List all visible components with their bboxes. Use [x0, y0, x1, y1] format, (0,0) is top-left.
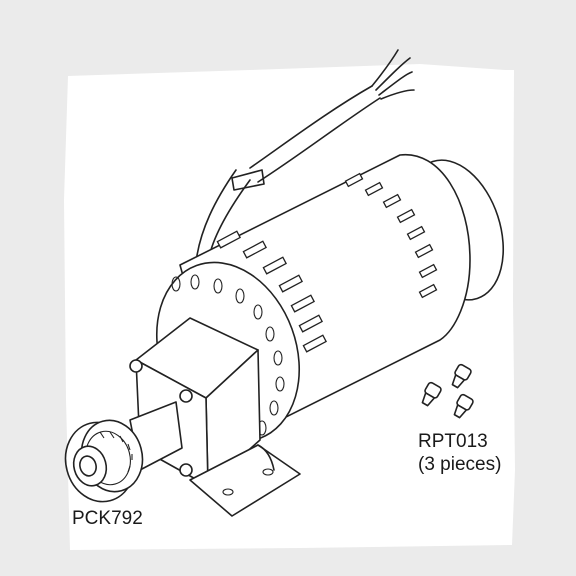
screws [421, 363, 474, 419]
motor-wires [195, 49, 415, 263]
screw-icon [451, 363, 472, 389]
screw-icon [453, 393, 474, 419]
cooling-slots [216, 172, 438, 353]
screw-quantity: (3 pieces) [418, 454, 502, 475]
screw-icon [421, 381, 442, 407]
flange-holes [171, 274, 285, 436]
mounting-foot [189, 444, 301, 517]
screw-part-number: RPT013 [418, 431, 488, 452]
motor-part-number: PCK792 [72, 508, 143, 529]
timing-pulley [64, 401, 183, 503]
motor-drawing [64, 49, 505, 517]
